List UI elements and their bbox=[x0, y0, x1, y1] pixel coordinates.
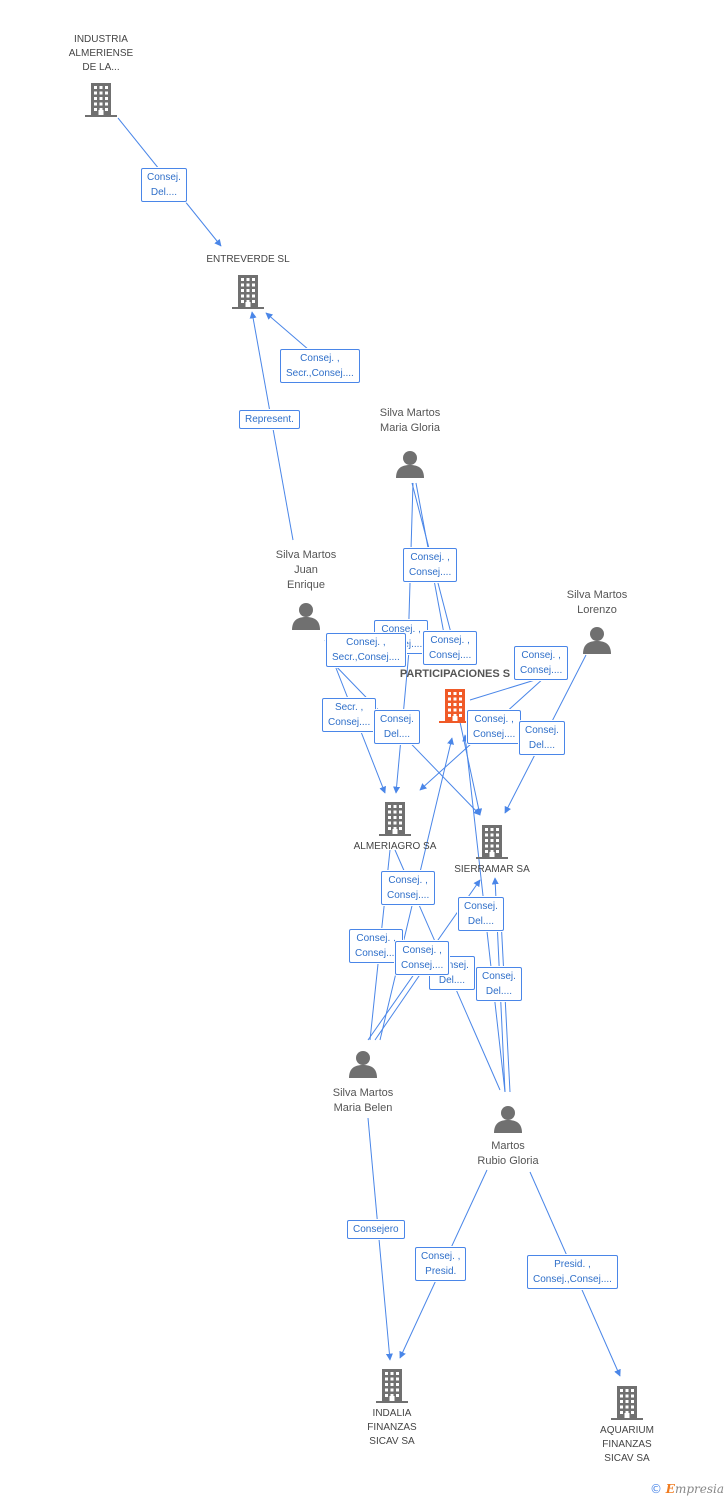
node-almeriagro-sa[interactable]: ALMERIAGRO SA bbox=[335, 802, 455, 854]
empresia-watermark: © Empresia bbox=[650, 1482, 724, 1496]
building-icon bbox=[611, 1386, 643, 1425]
edge-label[interactable]: Consej. , Secr.,Consej.... bbox=[326, 633, 406, 667]
node-sierramar-sa[interactable]: SIERRAMAR SA bbox=[432, 825, 552, 877]
building-icon bbox=[379, 802, 411, 841]
node-industria-almeriense[interactable]: INDUSTRIA ALMERIENSE DE LA... bbox=[41, 33, 161, 117]
edge-label[interactable]: Consej. , Consej.... bbox=[381, 871, 436, 905]
node-label: Silva Martos Juan Enrique bbox=[275, 549, 337, 591]
node-label: ALMERIAGRO SA bbox=[353, 841, 437, 852]
brand-initial: E bbox=[665, 1482, 675, 1496]
building-icon bbox=[439, 689, 471, 728]
person-icon bbox=[493, 1105, 523, 1138]
edge-label[interactable]: Consej. , Secr.,Consej.... bbox=[280, 349, 360, 383]
edge-label[interactable]: Consej. , Consej.... bbox=[423, 631, 478, 665]
node-entreverde-sl[interactable]: ENTREVERDE SL bbox=[188, 253, 308, 309]
node-label: AQUARIUM FINANZAS SICAV SA bbox=[600, 1425, 654, 1464]
person-icon bbox=[395, 450, 425, 483]
node-silva-martos-maria-gloria[interactable]: Silva Martos Maria Gloria bbox=[350, 406, 470, 478]
edge-label[interactable]: Consej. Del.... bbox=[476, 967, 522, 1001]
node-participaciones-focus[interactable]: PARTICIPACIONES S bbox=[395, 667, 515, 723]
node-label: ENTREVERDE SL bbox=[206, 254, 290, 265]
person-icon bbox=[582, 626, 612, 659]
copyright-icon: © bbox=[649, 1482, 662, 1496]
node-label: SIERRAMAR SA bbox=[454, 864, 530, 875]
node-label: Silva Martos Lorenzo bbox=[566, 589, 628, 616]
building-icon bbox=[232, 275, 264, 314]
person-icon bbox=[291, 602, 321, 635]
node-silva-martos-maria-belen[interactable]: Silva Martos Maria Belen bbox=[303, 1051, 423, 1116]
node-label: Martos Rubio Gloria bbox=[477, 1140, 539, 1167]
edge-label[interactable]: Consej. , Consej.... bbox=[514, 646, 569, 680]
node-label: Silva Martos Maria Belen bbox=[332, 1087, 394, 1114]
edge-label[interactable]: Consej. Del.... bbox=[141, 168, 187, 202]
edge-label[interactable]: Consejero bbox=[347, 1220, 405, 1239]
edge-label[interactable]: Consej. , Presid. bbox=[415, 1247, 467, 1281]
edge-line bbox=[469, 679, 536, 701]
edge-label[interactable]: Consej. , Consej.... bbox=[395, 941, 450, 975]
node-aquarium-finanzas-sicav[interactable]: AQUARIUM FINANZAS SICAV SA bbox=[567, 1386, 687, 1466]
building-icon bbox=[376, 1369, 408, 1408]
edge-label[interactable]: Presid. , Consej.,Consej.... bbox=[527, 1255, 618, 1289]
node-label: INDUSTRIA ALMERIENSE DE LA... bbox=[68, 34, 134, 73]
node-martos-rubio-gloria[interactable]: Martos Rubio Gloria bbox=[448, 1106, 568, 1169]
edge-label[interactable]: Consej. Del.... bbox=[458, 897, 504, 931]
node-label: INDALIA FINANZAS SICAV SA bbox=[367, 1408, 417, 1447]
node-label: Silva Martos Maria Gloria bbox=[379, 407, 441, 434]
edge-label[interactable]: Secr. , Consej.... bbox=[322, 698, 377, 732]
building-icon bbox=[476, 825, 508, 864]
node-silva-martos-juan-enrique[interactable]: Silva Martos Juan Enrique bbox=[246, 548, 366, 630]
person-icon bbox=[348, 1050, 378, 1083]
edge-label[interactable]: Consej. Del.... bbox=[519, 721, 565, 755]
edge-line bbox=[367, 1117, 393, 1361]
brand-name: mpresia bbox=[674, 1482, 724, 1496]
edge-label[interactable]: Represent. bbox=[239, 410, 300, 429]
node-indalia-finanzas-sicav[interactable]: INDALIA FINANZAS SICAV SA bbox=[332, 1369, 452, 1449]
edge-label[interactable]: Consej. Del.... bbox=[374, 710, 420, 744]
node-label: PARTICIPACIONES S bbox=[399, 668, 511, 680]
building-icon bbox=[85, 83, 117, 122]
edge-label[interactable]: Consej. , Consej.... bbox=[403, 548, 458, 582]
edge-label[interactable]: Consej. , Consej.... bbox=[467, 710, 522, 744]
edge-label[interactable]: Consej. , Consej.... bbox=[349, 929, 404, 963]
node-silva-martos-lorenzo[interactable]: Silva Martos Lorenzo bbox=[537, 588, 657, 654]
